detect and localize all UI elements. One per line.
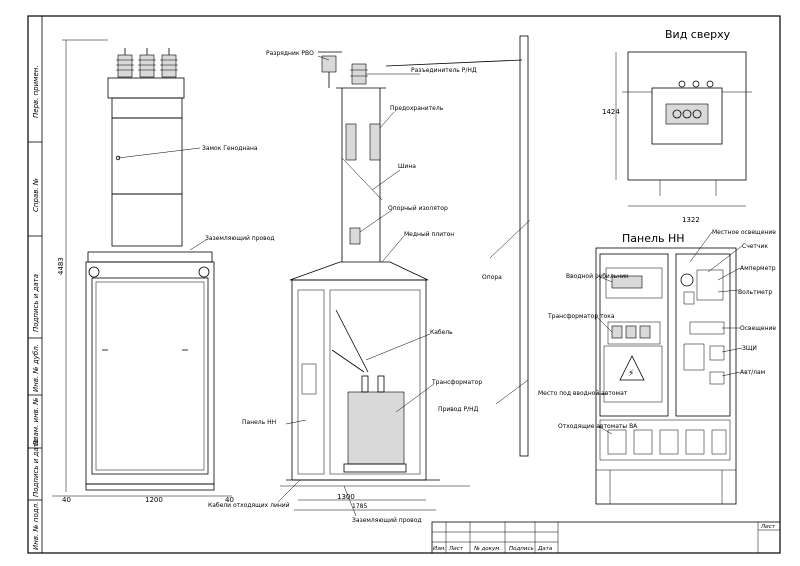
label-counter: Счетчик (742, 243, 768, 250)
label-fuse: Предохранитель (390, 105, 444, 112)
insulator-icon (116, 48, 178, 78)
label-zip: ЗЩИ (742, 345, 757, 352)
dim-top-h: 1424 (602, 108, 620, 116)
dim-mid-1: 1300 (337, 493, 355, 501)
tb-col-2: Лист (448, 546, 464, 552)
dim-left-3: 40 (225, 496, 234, 504)
sheet-frame (27, 15, 781, 554)
dim-top-w: 1322 (682, 216, 700, 224)
panel-nn: Панель НН ⚡ Местное освещение Счетчик (538, 229, 776, 505)
label-input-switch: Вводной рубильник (566, 273, 629, 280)
front-elevation: 4483 40 1200 40 Замок Геноднана Заземляю… (52, 39, 275, 504)
stamp-2: Справ. № (32, 178, 40, 212)
label-drive: Привод Р/НД (438, 406, 479, 413)
label-lighting: Освещение (740, 325, 776, 332)
tb-sheet: Лист (760, 524, 776, 530)
label-ammeter: Амперметр (740, 265, 776, 272)
label-pole: Опора (482, 274, 502, 281)
tb-col-3: № докум. (473, 546, 501, 552)
stamp-6: Подпись и дата (32, 439, 40, 497)
label-input-breaker: Место под вводной автомат (538, 390, 628, 397)
dim-mid-2: 1785 (352, 503, 367, 510)
label-rvo: Разрядник РВО (266, 50, 314, 57)
label-outgoing-breakers: Отходящие автоматы ВА (558, 423, 638, 430)
title-block: Изм. Лист № докум. Подпись Дата Лист (431, 521, 781, 554)
stamp-1: Перв. примен. (32, 65, 40, 118)
label-cable: Кабель (430, 329, 453, 336)
dim-height: 4483 (57, 257, 65, 275)
panel-title: Панель НН (622, 232, 685, 245)
tb-col-1: Изм. (433, 546, 446, 552)
dim-left-2: 1200 (145, 496, 163, 504)
stamp-3: Подпись и дата (32, 274, 40, 332)
label-voltmeter: Вольтметр (738, 289, 772, 296)
label-panel-nn: Панель НН (242, 419, 276, 426)
top-view: Вид сверху 1322 1424 (602, 28, 752, 224)
danger-icon: ⚡ (628, 369, 634, 379)
side-section: 1300 1785 Разрядник РВО Разъединитель Р/… (208, 50, 482, 524)
stamp-5: Взам. инв. № (32, 397, 40, 445)
label-disconnector: Разъединитель Р/НД (411, 67, 477, 74)
tb-col-5: Дата (537, 546, 553, 552)
label-lock: Замок Геноднана (202, 145, 258, 152)
label-support-insulator: Опорный изолятор (388, 205, 448, 212)
dim-left-1: 40 (62, 496, 71, 504)
label-auto-lamp: Авт/лам (740, 369, 765, 376)
tb-col-4: Подпись (509, 546, 534, 552)
label-bus: Шина (398, 163, 416, 170)
label-local-light: Местное освещение (712, 229, 776, 236)
label-current-tr: Трансформатор тока (547, 313, 615, 320)
label-copper: Медный плитон (404, 231, 454, 238)
stamp-4: Инв. № дубл. (32, 344, 40, 392)
stamp-7: Инв. № подл. (32, 502, 40, 550)
top-view-title: Вид сверху (665, 28, 731, 41)
side-stamp: Перв. примен. Справ. № Подпись и дата Ин… (27, 15, 43, 554)
label-transformer: Трансформатор (431, 379, 482, 386)
transformer-icon (347, 375, 405, 465)
label-ground-wire: Заземляющий провод (205, 235, 275, 242)
label-ground-bottom: Заземляющий провод (352, 517, 422, 524)
pole: Опора Привод Р/НД (385, 35, 531, 457)
label-outgoing-cables: Кабели отходящих линий (208, 502, 290, 509)
